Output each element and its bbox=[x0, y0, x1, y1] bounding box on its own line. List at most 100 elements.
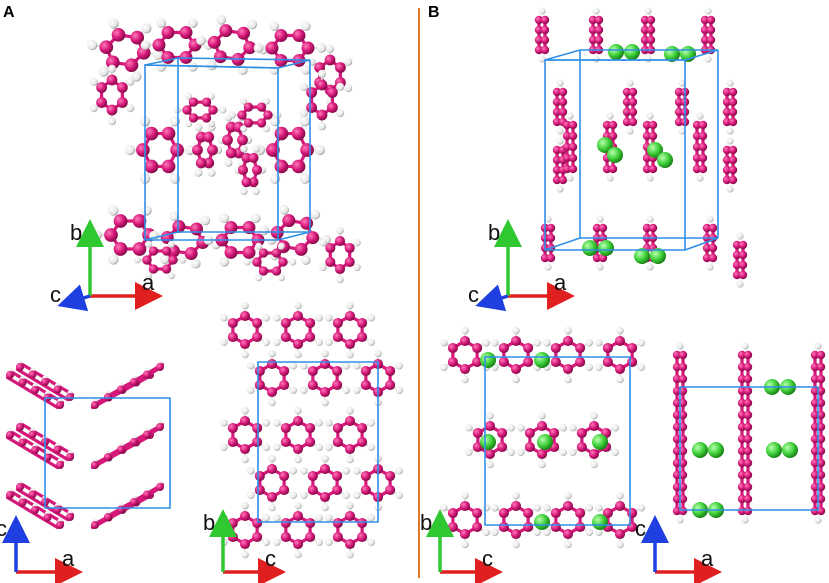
hydrogen-atom bbox=[538, 7, 546, 15]
hydrogen-atom bbox=[152, 49, 163, 61]
carbon-atom bbox=[552, 97, 562, 107]
chevron-molecule-left bbox=[5, 428, 65, 470]
carbon-atom bbox=[325, 256, 336, 268]
carbon-atom bbox=[237, 110, 247, 120]
carbon-atom bbox=[642, 120, 652, 130]
carbon-atom bbox=[143, 430, 151, 439]
carbon-atom bbox=[728, 175, 738, 185]
carbon-atom bbox=[316, 109, 328, 121]
carbon-atom bbox=[53, 385, 62, 394]
carbon-atom bbox=[161, 159, 176, 174]
carbon-atom bbox=[41, 378, 49, 386]
hydrogen-atom bbox=[512, 375, 520, 384]
benzene-molecule bbox=[517, 411, 567, 469]
benzene-molecule bbox=[87, 18, 163, 82]
carbon-atom bbox=[248, 152, 259, 163]
hydrogen-atom bbox=[342, 361, 350, 370]
carbon-atom bbox=[743, 446, 753, 456]
carbon-atom bbox=[575, 356, 586, 368]
hydrogen-atom bbox=[108, 205, 119, 216]
carbon-atom bbox=[300, 216, 314, 230]
carbon-atom bbox=[743, 410, 753, 420]
hydrogen-atom bbox=[367, 443, 375, 452]
carbon-atom bbox=[130, 30, 145, 45]
carbon-atom bbox=[622, 97, 632, 107]
hydrogen-atom bbox=[595, 338, 603, 347]
hydrogen-atom bbox=[533, 528, 541, 537]
carbon-atom bbox=[692, 131, 702, 141]
chlorine-atom bbox=[534, 352, 550, 368]
carbon-atom bbox=[332, 531, 343, 543]
carbon-atom bbox=[459, 363, 471, 375]
panel-label-b: B bbox=[428, 4, 440, 21]
carbon-atom bbox=[672, 494, 682, 504]
carbon-atom bbox=[816, 386, 826, 396]
hydrogen-atom bbox=[482, 528, 490, 537]
carbon-atom bbox=[642, 223, 652, 233]
hydrogen-atom bbox=[559, 448, 567, 457]
hydrogen-atom bbox=[262, 313, 270, 322]
axis-triad-b-top: abc bbox=[468, 219, 575, 312]
benzene-molecule bbox=[273, 406, 323, 464]
carbon-atom bbox=[161, 246, 172, 256]
benzene-molecule bbox=[220, 501, 270, 559]
carbon-atom bbox=[743, 422, 753, 432]
carbon-atom bbox=[810, 374, 820, 384]
carbon-atom bbox=[292, 29, 306, 43]
hydrogen-atom bbox=[255, 242, 263, 250]
carbon-atom bbox=[702, 253, 712, 263]
chlorine-atom bbox=[647, 142, 663, 158]
hydrogen-atom bbox=[89, 77, 98, 86]
hydrogen-atom bbox=[538, 411, 546, 420]
benzene-molecule bbox=[300, 454, 350, 512]
hydrogen-atom bbox=[107, 64, 117, 73]
benzene-molecule bbox=[124, 116, 196, 184]
axis-label-vertical: c bbox=[0, 516, 7, 541]
benzene-molecule bbox=[253, 21, 327, 75]
carbon-atom bbox=[203, 131, 215, 143]
axis-arrow-depth bbox=[57, 284, 91, 312]
hydrogen-atom bbox=[543, 338, 551, 347]
axis-label-horizontal: a bbox=[554, 270, 567, 295]
carbon-atom bbox=[188, 113, 199, 123]
hydrogen-atom bbox=[247, 466, 255, 475]
hydrogen-atom bbox=[247, 19, 258, 30]
hydrogen-atom bbox=[262, 443, 270, 452]
carbon-atom bbox=[195, 157, 207, 169]
carbon-atom bbox=[319, 358, 331, 370]
carbon-atom bbox=[344, 310, 356, 322]
carbon-atom bbox=[602, 507, 613, 519]
benzene-molecule-edge-on bbox=[692, 112, 708, 182]
carbon-atom bbox=[280, 436, 291, 448]
hydrogen-atom bbox=[108, 254, 119, 265]
carbon-atom bbox=[360, 379, 371, 391]
carbon-atom bbox=[266, 491, 278, 503]
carbon-atom bbox=[190, 222, 204, 236]
hydrogen-atom bbox=[273, 418, 281, 427]
chevron-molecule-right bbox=[103, 420, 165, 462]
carbon-atom bbox=[161, 264, 172, 274]
hydrogen-atom bbox=[321, 349, 329, 358]
carbon-atom bbox=[16, 363, 24, 371]
benzene-molecule-edge-on bbox=[722, 137, 738, 193]
carbon-atom bbox=[252, 436, 263, 448]
carbon-atom bbox=[291, 159, 306, 174]
hydrogen-atom bbox=[346, 550, 354, 559]
hydrogen-atom bbox=[706, 215, 714, 223]
hydrogen-atom bbox=[595, 363, 603, 372]
carbon-atom bbox=[732, 250, 742, 260]
carbon-atom bbox=[678, 362, 688, 372]
hydrogen-atom bbox=[646, 263, 654, 271]
hydrogen-atom bbox=[585, 338, 593, 347]
carbon-atom bbox=[332, 484, 343, 496]
hydrogen-atom bbox=[346, 301, 354, 310]
hydrogen-atom bbox=[273, 443, 281, 452]
hydrogen-atom bbox=[247, 386, 255, 395]
hydrogen-atom bbox=[596, 215, 604, 223]
hydrogen-atom bbox=[145, 240, 153, 248]
carbon-atom bbox=[357, 436, 368, 448]
carbon-atom bbox=[698, 120, 708, 130]
carbon-atom bbox=[291, 126, 306, 141]
molecule-layer bbox=[5, 7, 826, 559]
